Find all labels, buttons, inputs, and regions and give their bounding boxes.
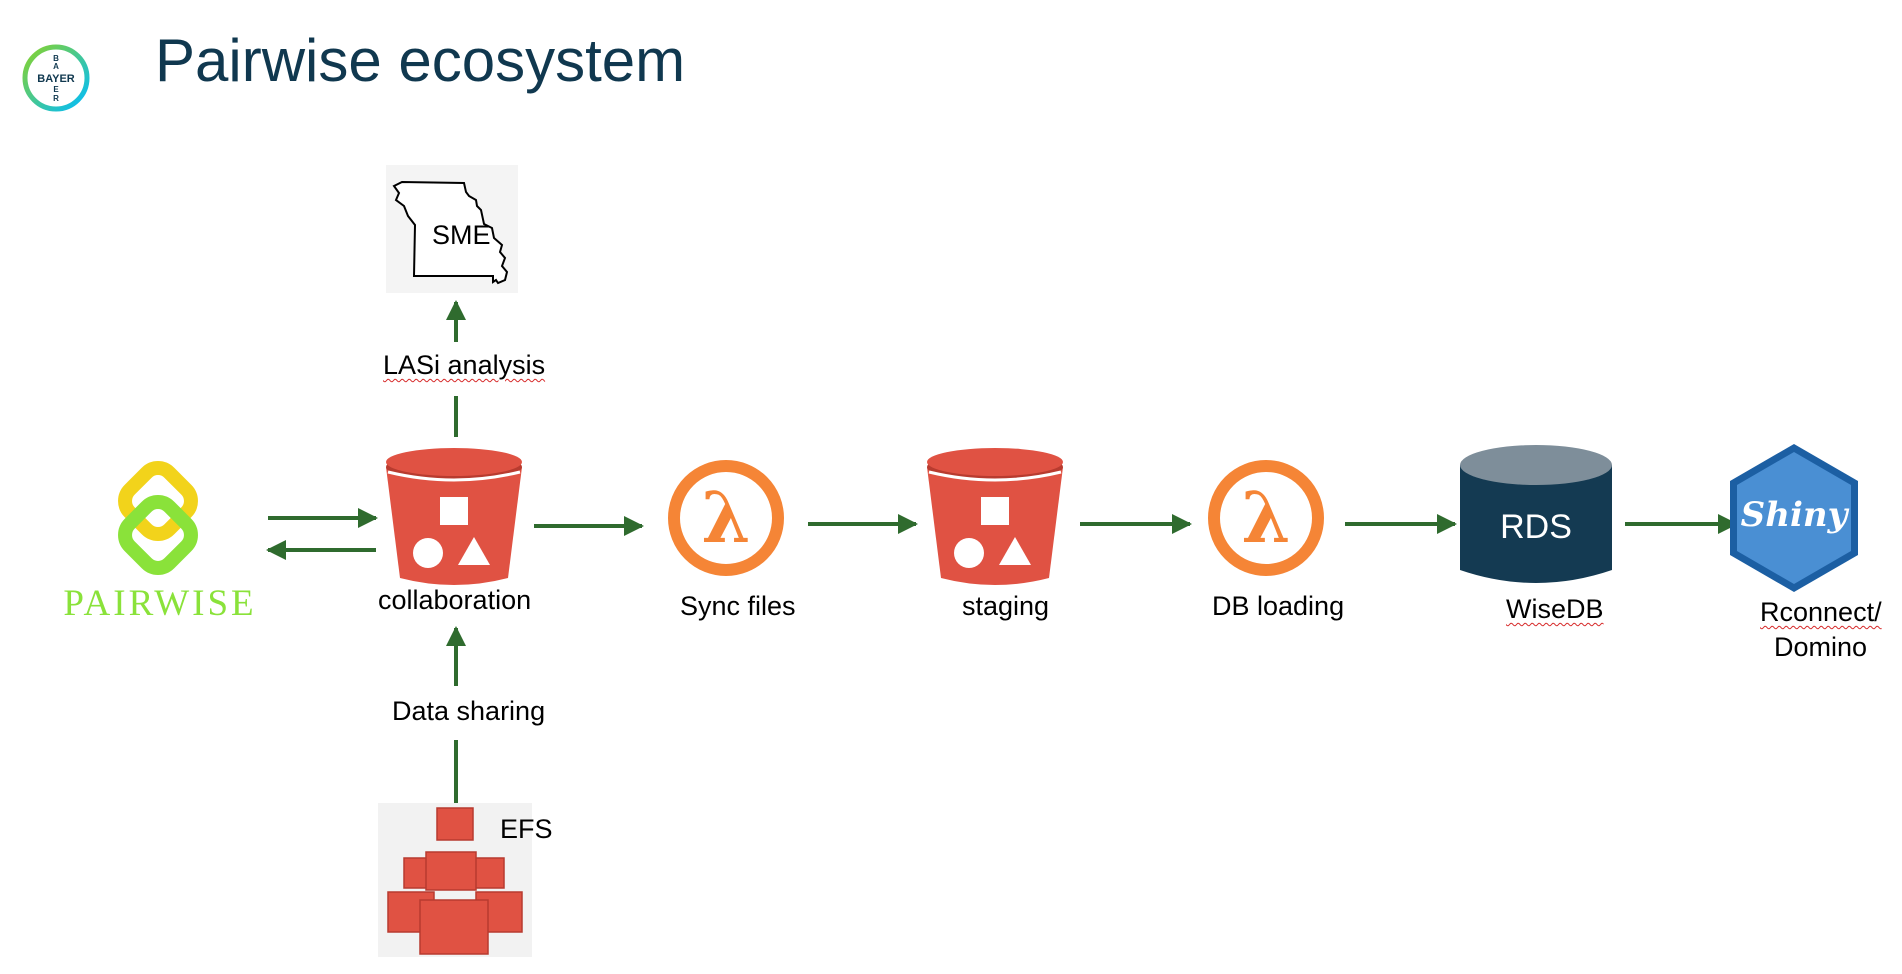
svg-text:E: E [53, 85, 59, 94]
pairwise-label: PAIRWISE [63, 583, 257, 624]
collaboration-label: collaboration [378, 585, 532, 615]
rconnect-text: Rconnect/ [1760, 597, 1882, 627]
arrows [266, 300, 1738, 803]
s3-bucket-icon-staging [927, 448, 1063, 585]
shiny-label: Shiny [1741, 495, 1850, 535]
efs-cubes-icon [378, 803, 532, 957]
svg-text:R: R [53, 94, 59, 103]
lambda-icon-sync-files: λ [668, 460, 784, 576]
svg-text:A: A [53, 62, 59, 71]
bayer-logo-text: BAYER [37, 73, 75, 85]
domino-label: Domino [1774, 632, 1868, 662]
svg-text:λ: λ [701, 476, 750, 559]
lasi-analysis-label: LASi analysis [383, 350, 545, 381]
db-loading-label: DB loading [1212, 591, 1345, 621]
sme-label: SME [432, 220, 491, 250]
database-cylinder-icon: RDS [1460, 445, 1612, 583]
wisedb-label: WiseDB [1506, 594, 1604, 625]
pairwise-logo-icon [118, 461, 198, 575]
sync-files-label: Sync files [680, 591, 796, 621]
svg-text:λ: λ [1241, 476, 1290, 559]
data-sharing-label: Data sharing [392, 696, 546, 726]
s3-bucket-icon-collaboration [386, 448, 522, 585]
lambda-icon-db-loading: λ [1208, 460, 1324, 576]
efs-label: EFS [500, 814, 553, 844]
wisedb-text: WiseDB [1506, 594, 1604, 624]
staging-label: staging [962, 591, 1050, 621]
shiny-hex-icon: Shiny [1730, 444, 1858, 592]
rconnect-label: Rconnect/ [1760, 597, 1888, 628]
page-title: Pairwise ecosystem [155, 27, 686, 94]
bayer-logo: BAYER B A E R [22, 44, 90, 112]
missouri-state-outline-icon [386, 165, 518, 293]
rds-label: RDS [1500, 508, 1572, 546]
lasi-analysis-text: LASi analysis [383, 350, 546, 380]
svg-text:B: B [53, 54, 59, 63]
